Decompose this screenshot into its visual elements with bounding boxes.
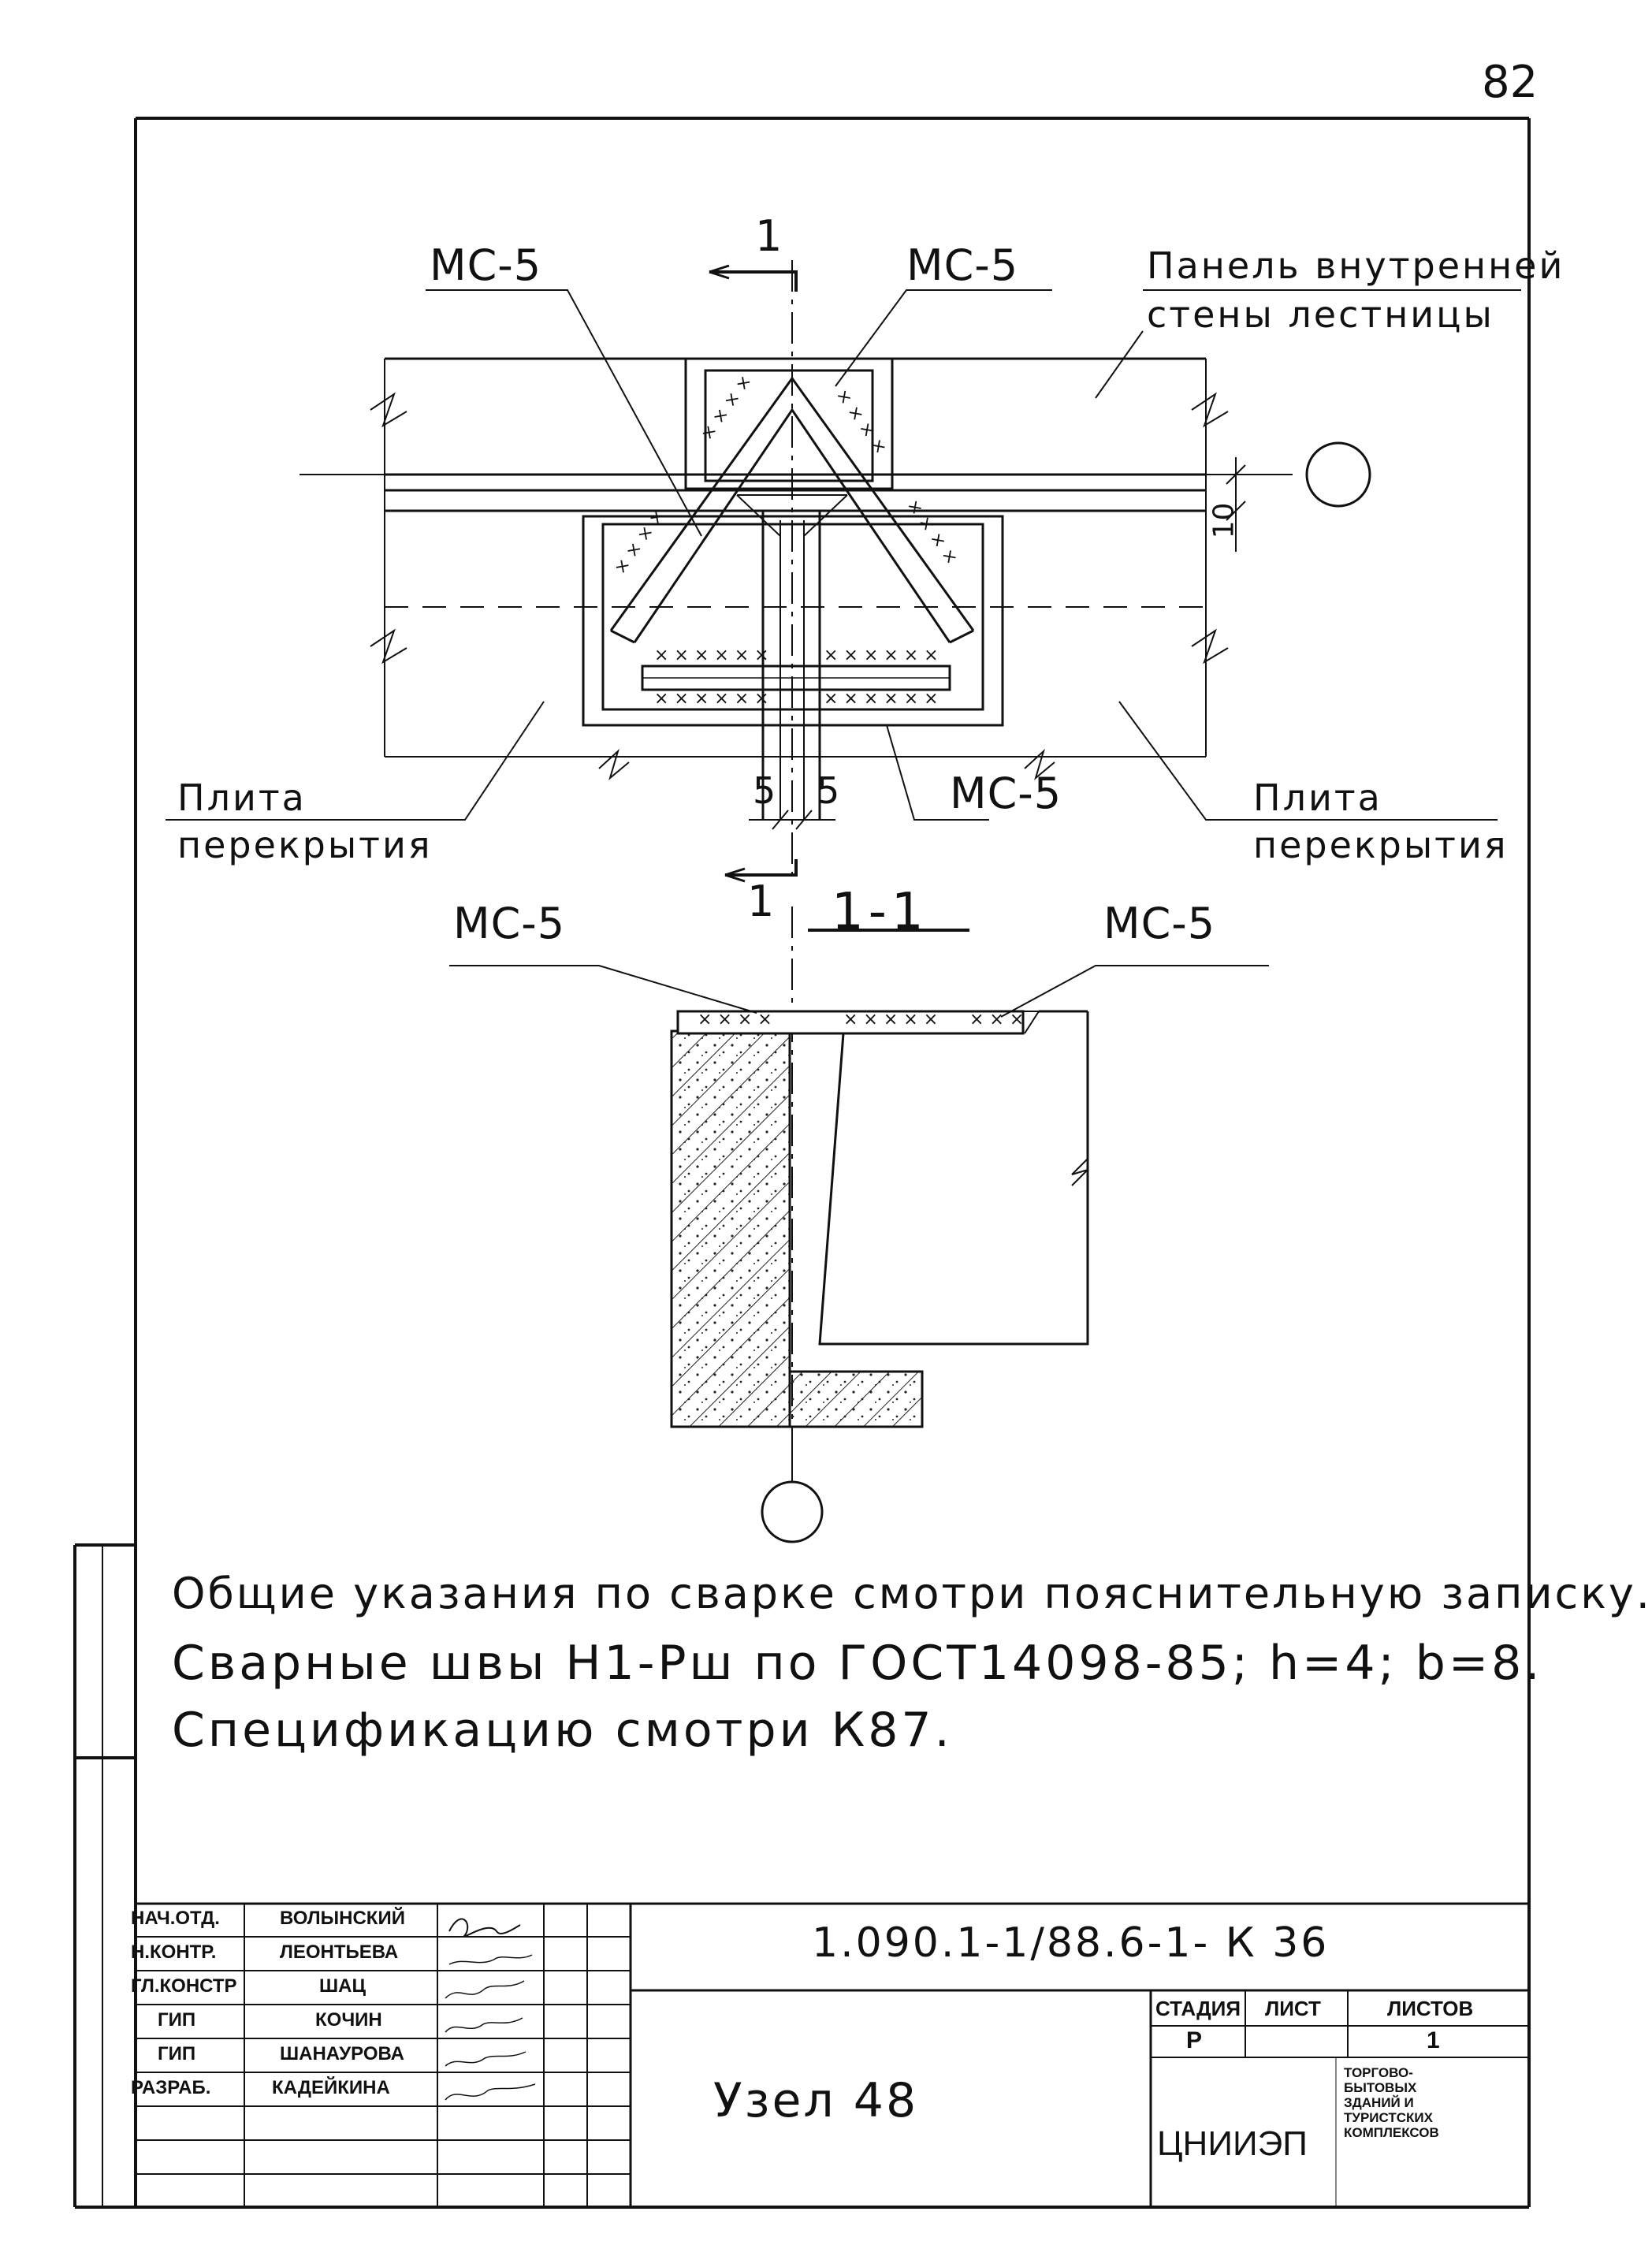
role-4: ГИП — [158, 2009, 196, 2031]
slab-left-line2: перекрытия — [177, 824, 433, 866]
document-code: 1.090.1-1/88.6-1- К 36 — [812, 1919, 1330, 1967]
dim-vertical: 10 — [1207, 502, 1241, 539]
section-mc5-right-label: МС-5 — [1103, 899, 1216, 948]
name-3: ШАЦ — [319, 1975, 366, 1997]
stage-header: СТАДИЯ — [1155, 1997, 1241, 2020]
svg-text:× × × × × ×: × × × × × × — [654, 689, 769, 709]
dim-right: 5 — [817, 769, 840, 812]
section-mark-bottom: 1 — [747, 877, 776, 926]
svg-text:× × × × ×: × × × × × — [843, 1010, 938, 1029]
sheet-frame — [73, 117, 1531, 2209]
slab-right-line2: перекрытия — [1253, 824, 1509, 866]
svg-text:× × × ×: × × × × — [698, 1010, 772, 1029]
section-mark-top: 1 — [755, 211, 783, 261]
name-1: ВОЛЫНСКИЙ — [280, 1908, 405, 1929]
drawing-name: Узел 48 — [713, 2073, 919, 2128]
plan-mc5-top-left-label: МС-5 — [430, 240, 542, 290]
svg-text:× × × ×: × × × × — [902, 496, 962, 568]
section-mc5-left-label: МС-5 — [453, 899, 566, 948]
section-title: 1-1 — [832, 883, 928, 941]
role-6: РАЗРАБ. — [131, 2077, 211, 2098]
sheets-value: 1 — [1427, 2027, 1440, 2053]
organization-detail: торгово-бытовых зданий и туристских комп… — [1344, 2065, 1439, 2140]
panel-label-line2: стены лестницы — [1147, 293, 1494, 336]
page-number: 82 — [1482, 57, 1539, 108]
plan-view: × × × × × × × × × × × × × × × × × × × × … — [166, 260, 1521, 883]
title-block-grid — [136, 1902, 1529, 2207]
svg-text:× × × × × ×: × × × × × × — [824, 689, 939, 709]
section-view: × × × × × × × × × × × × — [449, 906, 1269, 1543]
plan-mc5-bottom-label: МС-5 — [950, 769, 1062, 818]
svg-text:× × ×: × × × — [969, 1010, 1024, 1029]
role-2: Н.КОНТР. — [131, 1941, 217, 1963]
dim-left: 5 — [753, 769, 776, 812]
role-1: НАЧ.ОТД. — [131, 1908, 220, 1929]
organization: ЦНИИЭП — [1157, 2124, 1308, 2163]
name-2: ЛЕОНТЬЕВА — [280, 1941, 399, 1963]
slab-right-line1: Плита — [1253, 776, 1382, 819]
name-5: ШАНАУРОВА — [280, 2043, 404, 2064]
svg-text:× × × × × ×: × × × × × × — [824, 646, 939, 665]
slab-left-line1: Плита — [177, 776, 307, 819]
stage-value: Р — [1186, 2027, 1203, 2053]
role-3: ГЛ.КОНСТР — [131, 1975, 237, 1997]
plan-mc5-top-right-label: МС-5 — [906, 240, 1019, 290]
sheets-header: ЛИСТОВ — [1387, 1997, 1474, 2020]
note-line-2: Сварные швы Н1-Рш по ГОСТ14098-85; h=4; … — [172, 1636, 1543, 1691]
sheet-header: ЛИСТ — [1265, 1997, 1321, 2020]
note-line-1: Общие указания по сварке смотри поясните… — [172, 1569, 1652, 1618]
role-5: ГИП — [158, 2043, 196, 2064]
name-6: КАДЕЙКИНА — [272, 2077, 390, 2098]
name-4: КОЧИН — [315, 2009, 382, 2031]
note-line-3: Спецификацию смотри К87. — [172, 1703, 953, 1758]
panel-label-line1: Панель внутренней — [1147, 244, 1565, 287]
svg-text:× × × × × ×: × × × × × × — [654, 646, 769, 665]
